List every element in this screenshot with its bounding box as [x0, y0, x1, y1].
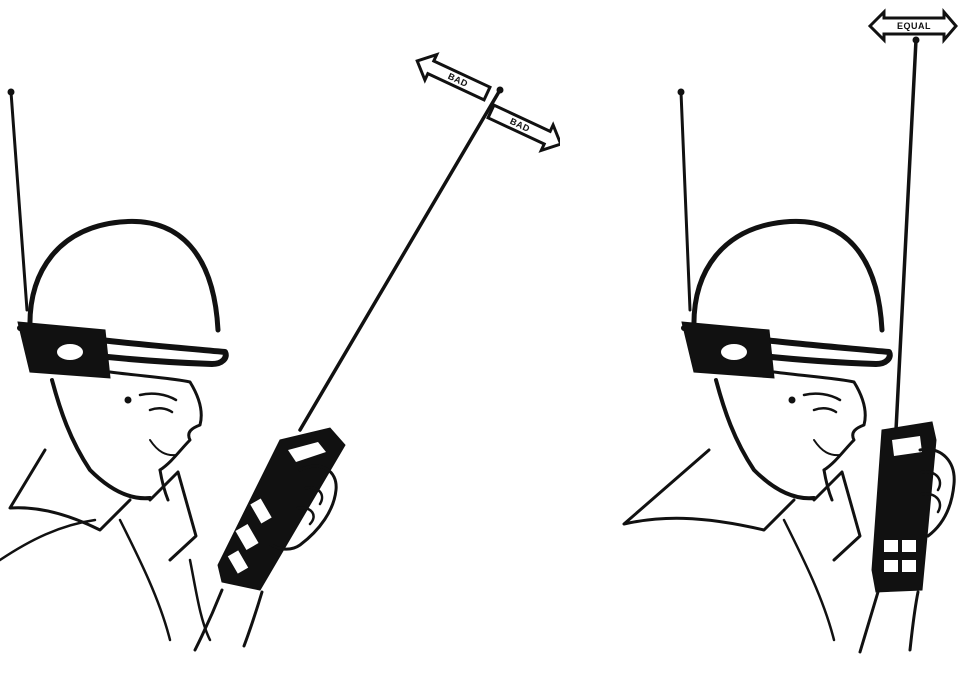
helmet-antenna	[681, 92, 690, 310]
eye	[814, 408, 836, 412]
handheld-radio	[872, 422, 936, 592]
cheek-line	[814, 440, 840, 455]
shirt-seam	[120, 520, 170, 640]
collar-left	[624, 450, 794, 530]
face-profile	[774, 372, 865, 470]
helmet-dome	[694, 221, 882, 330]
figure-left-tilted-antenna: BAD BAD	[0, 0, 560, 674]
forearm-2	[244, 592, 262, 646]
forearm	[860, 592, 878, 652]
arrow-right-bad: BAD	[485, 99, 560, 157]
helmet-antenna	[11, 92, 27, 310]
handheld-antenna-tip	[913, 37, 919, 43]
shoulder-line	[0, 520, 95, 560]
headset-speaker	[56, 343, 84, 361]
handheld-radio	[218, 428, 345, 590]
helmet-antenna-tip	[8, 89, 14, 95]
eyebrow	[140, 394, 176, 400]
ear-dot	[789, 397, 795, 403]
neck-back	[52, 380, 150, 498]
cheek-line	[150, 440, 176, 455]
collar-right	[150, 472, 196, 560]
headset-speaker	[720, 343, 748, 361]
handheld-antenna-tip	[497, 87, 503, 93]
figure-right-vertical-antenna: EQUAL	[600, 0, 958, 674]
left-illustration: BAD BAD	[0, 0, 560, 674]
arrow-equal-label: EQUAL	[897, 21, 931, 31]
eye	[150, 408, 172, 412]
collar-right	[814, 472, 860, 560]
eyebrow	[804, 394, 840, 400]
handheld-antenna	[896, 40, 916, 430]
ear-dot	[125, 397, 131, 403]
arrow-equal: EQUAL	[870, 12, 956, 40]
arrow-left-bad: BAD	[411, 48, 493, 106]
shirt-seam	[784, 520, 834, 640]
forearm	[195, 590, 222, 650]
right-illustration: EQUAL	[600, 0, 958, 674]
helmet-antenna-tip	[678, 89, 684, 95]
face-profile	[110, 372, 201, 470]
handheld-antenna	[300, 90, 500, 430]
helmet-dome	[30, 221, 218, 330]
forearm-2	[910, 592, 918, 650]
neck-back	[716, 380, 814, 498]
